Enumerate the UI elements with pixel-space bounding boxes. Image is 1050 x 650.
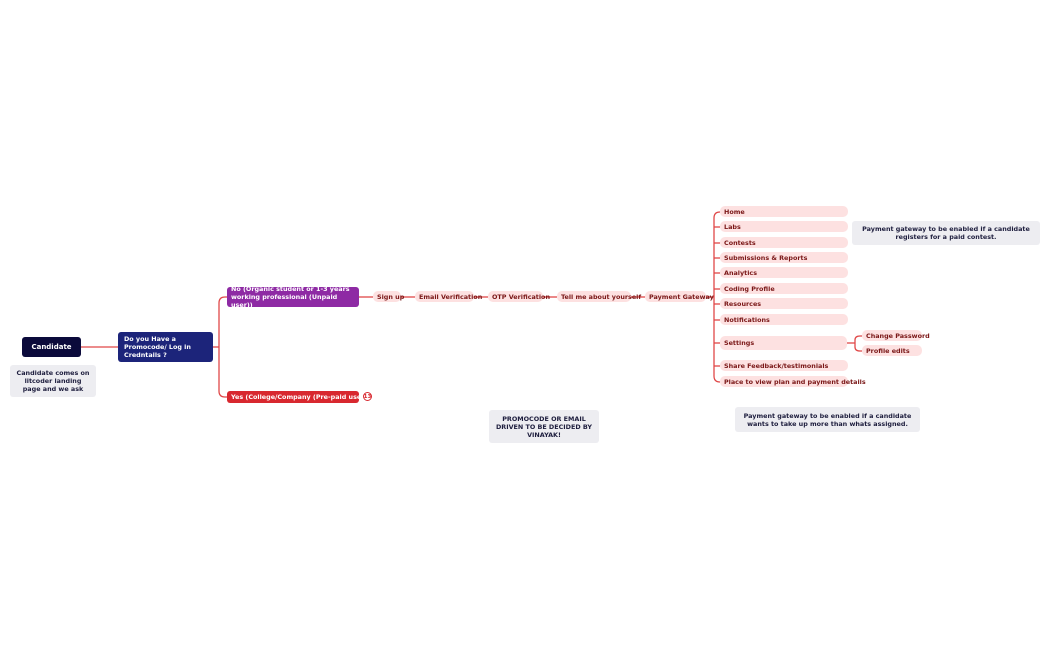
flow-sign-up[interactable]: Sign up <box>373 291 404 302</box>
flow-tell-me-about-yourself[interactable]: Tell me about yourself <box>557 291 641 302</box>
collapsed-count-badge[interactable]: 13 <box>363 392 372 401</box>
menu-item-analytics[interactable]: Analytics <box>720 267 848 278</box>
root-note: Candidate comes on litcoder landing page… <box>10 365 96 397</box>
menu-item-notifications[interactable]: Notifications <box>720 314 848 325</box>
flow-email-verification[interactable]: Email Verification <box>415 291 482 302</box>
no-branch-node[interactable]: No (Organic student or 1-3 years working… <box>227 285 359 309</box>
assigned-payment-note: Payment gateway to be enabled if a candi… <box>735 407 920 432</box>
settings-change-password[interactable]: Change Password <box>862 330 930 341</box>
contest-payment-note: Payment gateway to be enabled if a candi… <box>852 221 1040 245</box>
flow-payment-gateway[interactable]: Payment Gateway <box>645 291 714 302</box>
yes-branch-node[interactable]: Yes (College/Company (Pre-paid user)) <box>227 391 370 403</box>
candidate-node[interactable]: Candidate <box>22 337 81 357</box>
flow-otp-verification[interactable]: OTP Verification <box>488 291 550 302</box>
menu-item-home[interactable]: Home <box>720 206 848 217</box>
menu-item-submissions-reports[interactable]: Submissions & Reports <box>720 252 848 263</box>
menu-item-labs[interactable]: Labs <box>720 221 848 232</box>
promocode-note: PROMOCODE OR EMAIL DRIVEN TO BE DECIDED … <box>489 410 599 443</box>
menu-item-settings[interactable]: Settings <box>720 336 847 350</box>
menu-item-contests[interactable]: Contests <box>720 237 848 248</box>
menu-item-coding-profile[interactable]: Coding Profile <box>720 283 848 294</box>
menu-item-share-feedback[interactable]: Share Feedback/testimonials <box>720 360 848 371</box>
settings-profile-edits[interactable]: Profile edits <box>862 345 922 356</box>
menu-item-plan-payment[interactable]: Place to view plan and payment details <box>720 376 866 387</box>
menu-item-resources[interactable]: Resources <box>720 298 848 309</box>
promocode-question-node[interactable]: Do you Have a Promocode/ Log in Credntai… <box>118 332 213 362</box>
